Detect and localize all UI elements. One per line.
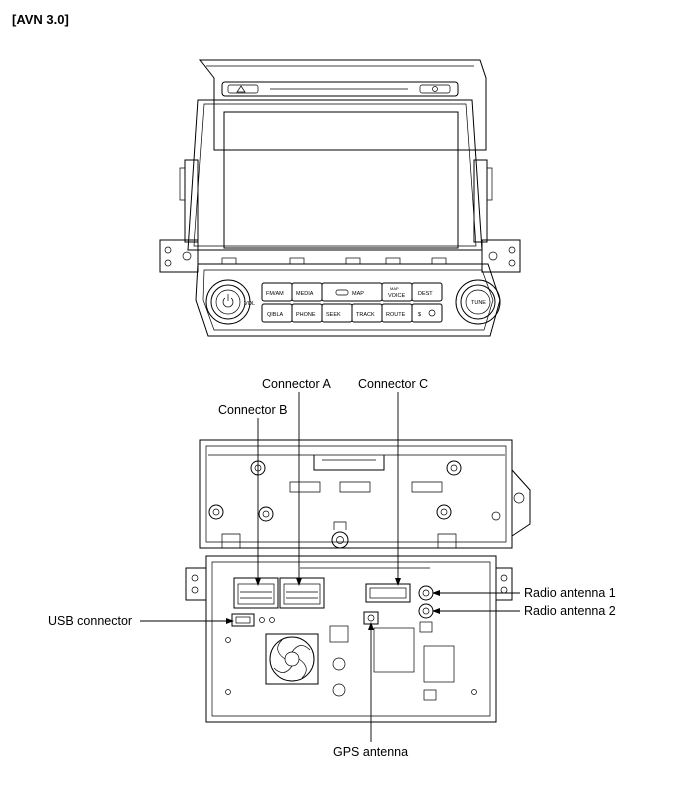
radio-antenna-1 [418,585,434,601]
volume-knob[interactable] [205,279,251,325]
rear-view [185,439,531,723]
gear-icon [428,309,436,317]
connector-c [365,583,411,603]
button-grid: FM/AM MEDIA MAP MAP VOICE DEST QIBLA PHO… [261,282,443,323]
power-icon [222,297,234,308]
page-title: [AVN 3.0] [12,12,69,27]
route-label: ROUTE [386,312,406,318]
gps-antenna-label: GPS antenna [333,745,408,759]
connector-c-label: Connector C [358,377,428,391]
tune-label: TUNE [471,300,486,306]
usb-connector-label: USB connector [48,614,132,628]
dest-button[interactable] [411,282,443,302]
track-label: TRACK [356,312,375,318]
tune-knob[interactable] [455,279,501,325]
callouts: Connector A Connector B Connector C USB … [48,377,616,759]
media-label: MEDIA [296,291,314,297]
fm-am-label: FM/AM [266,291,284,297]
seek-label: SEEK [326,312,341,318]
connector-a-label: Connector A [262,377,331,391]
qibla-label: QIBLA [267,312,284,318]
front-view: VOL TUNE FM/AM MEDIA MAP MAP VOICE DEST … [159,59,521,337]
phone-label: PHONE [296,312,316,318]
voice-small-label: MAP [390,286,399,291]
vol-label: VOL [244,301,255,307]
map-label: MAP [352,291,364,297]
settings-icon: $ [418,312,421,318]
connector-b [233,577,279,609]
radio-antenna-2 [418,603,434,619]
connector-a [279,577,325,609]
dest-label: DEST [418,291,433,297]
fan-icon [265,633,319,685]
settings-button[interactable] [411,303,443,323]
usb-connector [231,613,255,627]
connector-b-label: Connector B [218,403,287,417]
voice-label: VOICE [388,293,405,299]
radio-antenna-1-label: Radio antenna 1 [524,586,616,600]
map-icon [335,289,349,296]
radio-antenna-2-label: Radio antenna 2 [524,604,616,618]
